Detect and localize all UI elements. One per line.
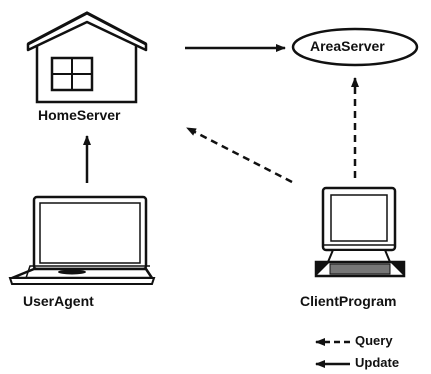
user-agent-label: UserAgent [23,293,94,309]
legend-update-label: Update [355,355,400,370]
edge-clientprogram-to-homeserver [186,126,293,184]
home-server-label: HomeServer [38,107,121,123]
client-program-label: ClientProgram [300,293,397,309]
desktop-computer-icon [314,186,406,278]
legend-query-label: Query [355,333,393,348]
area-server-label: AreaServer [310,38,385,54]
house-icon [26,11,148,104]
area-server-node [291,27,419,67]
laptop-icon [8,195,156,285]
